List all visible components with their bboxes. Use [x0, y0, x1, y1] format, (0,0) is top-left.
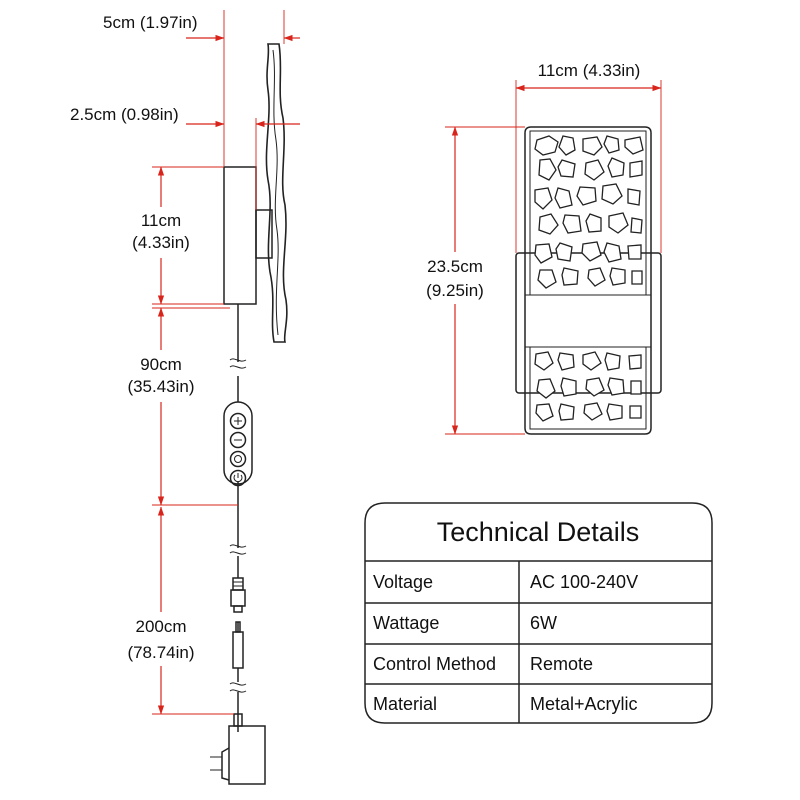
- dim-base-height-in: (4.33in): [132, 233, 190, 252]
- dim-base-height-cm: 11cm: [141, 211, 181, 230]
- power-adapter: [210, 713, 266, 785]
- circle-icon: [229, 450, 247, 468]
- dim-cable2-cm: 200cm: [135, 617, 186, 636]
- table-title: Technical Details: [437, 517, 640, 547]
- power-icon: [229, 469, 247, 487]
- dim-width: 11cm (4.33in): [538, 61, 641, 80]
- table-row-label: Control Method: [373, 654, 496, 674]
- minus-icon: [229, 431, 247, 449]
- dimmer-switch: [223, 401, 253, 485]
- dim-cable1-cm: 90cm: [140, 355, 182, 374]
- table-row-value: Metal+Acrylic: [530, 694, 638, 714]
- table-row-value: AC 100-240V: [530, 572, 638, 592]
- dim-cable1-in: (35.43in): [127, 377, 194, 396]
- dim-side-depth: 5cm (1.97in): [103, 13, 197, 32]
- side-view: 5cm (1.97in) 2.5cm (0.98in) 11cm (4.33in…: [70, 10, 300, 785]
- dc-plug-female: [230, 577, 246, 613]
- dim-height-in: (9.25in): [426, 281, 484, 300]
- table-row-value: Remote: [530, 654, 593, 674]
- front-panel: [524, 126, 652, 435]
- technical-details-table: Technical Details Voltage AC 100-240V Wa…: [364, 502, 713, 724]
- plus-icon: [229, 412, 247, 430]
- dim-cable2-in: (78.74in): [127, 643, 194, 662]
- front-pattern-top: [534, 135, 644, 289]
- table-row-label: Material: [373, 694, 437, 714]
- table-row-label: Wattage: [373, 613, 439, 633]
- table-row-value: 6W: [530, 613, 557, 633]
- side-base: [223, 166, 257, 305]
- table-row-label: Voltage: [373, 572, 433, 592]
- front-view: 11cm (4.33in) 23.5cm (9.25in): [426, 61, 662, 435]
- side-panel: [265, 43, 288, 343]
- dim-height-cm: 23.5cm: [427, 257, 483, 276]
- front-pattern-bottom: [534, 351, 642, 422]
- dim-panel-thickness: 2.5cm (0.98in): [70, 105, 179, 124]
- dc-plug-male: [232, 621, 244, 669]
